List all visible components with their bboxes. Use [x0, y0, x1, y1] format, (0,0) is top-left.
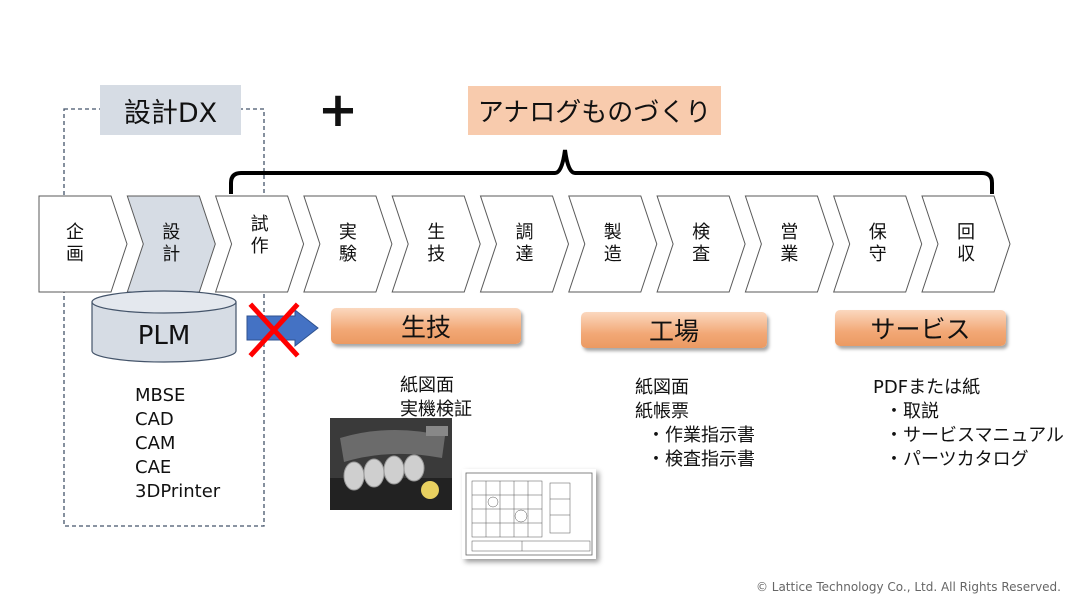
- step-char: 回: [957, 222, 975, 243]
- note-line: 紙図面: [400, 375, 454, 396]
- paper-drawing-image: [462, 469, 596, 559]
- note-line: ・パーツカタログ: [885, 449, 1029, 470]
- step-char: 企: [66, 222, 84, 243]
- copyright-text: © Lattice Technology Co., Ltd. All Right…: [755, 580, 1061, 594]
- process-step-chevron: [214, 195, 305, 293]
- tool-item: CAD: [135, 409, 174, 430]
- note-line: ・検査指示書: [647, 449, 755, 470]
- step-char: 実: [338, 222, 357, 243]
- process-step-label: 試作: [230, 214, 290, 258]
- process-chevrons: [38, 195, 1011, 293]
- step-char: 検: [692, 222, 711, 243]
- tool-item: MBSE: [135, 385, 186, 406]
- process-step-chevron: [744, 195, 834, 293]
- process-step-label: 保守: [848, 222, 908, 266]
- process-step-label: 検査: [671, 222, 731, 266]
- service-notes: PDFまたは紙 ・取説 ・サービスマニュアル ・パーツカタログ: [873, 376, 1064, 472]
- category-kojo: 工場: [581, 312, 767, 348]
- process-step-label: 企画: [45, 222, 105, 266]
- process-step-chevron: [921, 195, 1011, 293]
- step-char: 画: [66, 244, 84, 265]
- process-step-chevron: [38, 195, 128, 293]
- step-char: 造: [603, 244, 622, 265]
- plm-label: PLM: [137, 321, 191, 351]
- step-char: 作: [250, 236, 269, 257]
- process-step-label: 回収: [936, 222, 996, 266]
- note-line: ・サービスマニュアル: [885, 425, 1064, 446]
- analog-manufacturing-label: アナログものづくり: [468, 86, 721, 135]
- process-step-chevron: [656, 195, 746, 293]
- note-line: PDFまたは紙: [873, 377, 981, 398]
- category-seigi: 生技: [331, 308, 521, 344]
- process-step-chevron: [479, 195, 570, 293]
- step-char: 生: [427, 222, 446, 243]
- step-char: 験: [338, 244, 357, 265]
- process-step-chevron: [568, 195, 658, 293]
- step-char: 営: [780, 222, 799, 243]
- category-service: サービス: [835, 310, 1006, 346]
- process-step-chevron: [303, 195, 393, 293]
- step-char: 達: [515, 244, 534, 265]
- analog-brace: [229, 149, 994, 194]
- plm-database-icon: [91, 290, 237, 363]
- step-char: 製: [603, 222, 622, 243]
- note-line: 実機検証: [400, 399, 472, 420]
- kojo-notes: 紙図面 紙帳票 ・作業指示書 ・検査指示書: [635, 376, 755, 472]
- design-tools-list: MBSE CAD CAM CAE 3DPrinter: [135, 384, 220, 504]
- process-step-label: 製造: [583, 222, 643, 266]
- tool-item: CAE: [135, 457, 172, 478]
- process-step-label: 実験: [318, 222, 378, 266]
- tool-item: CAM: [135, 433, 176, 454]
- step-char: 業: [780, 244, 799, 265]
- process-step-label: 設計: [141, 222, 201, 266]
- step-char: 計: [162, 244, 181, 265]
- plus-sign: +: [317, 82, 359, 138]
- step-char: 試: [250, 214, 269, 235]
- note-line: 紙帳票: [635, 401, 689, 422]
- note-line: 紙図面: [635, 377, 689, 398]
- process-step-label: 営業: [759, 222, 819, 266]
- red-cross-icon: [248, 302, 300, 358]
- engine-photo-image: [330, 418, 452, 510]
- process-step-label: 生技: [406, 222, 466, 266]
- process-step-label: 調達: [495, 222, 555, 266]
- step-char: 技: [427, 244, 446, 265]
- process-step-chevron: [833, 195, 923, 293]
- step-char: 査: [692, 244, 711, 265]
- design-dx-label: 設計DX: [100, 85, 241, 135]
- note-line: ・取説: [885, 401, 939, 422]
- tool-item: 3DPrinter: [135, 481, 221, 502]
- step-char: 保: [868, 222, 887, 243]
- step-char: 収: [957, 244, 975, 265]
- step-char: 守: [868, 244, 887, 265]
- note-line: ・作業指示書: [647, 425, 755, 446]
- step-char: 設: [162, 222, 181, 243]
- process-step-chevron: [391, 195, 481, 293]
- step-char: 調: [515, 222, 534, 243]
- seigi-notes: 紙図面 実機検証: [400, 374, 472, 422]
